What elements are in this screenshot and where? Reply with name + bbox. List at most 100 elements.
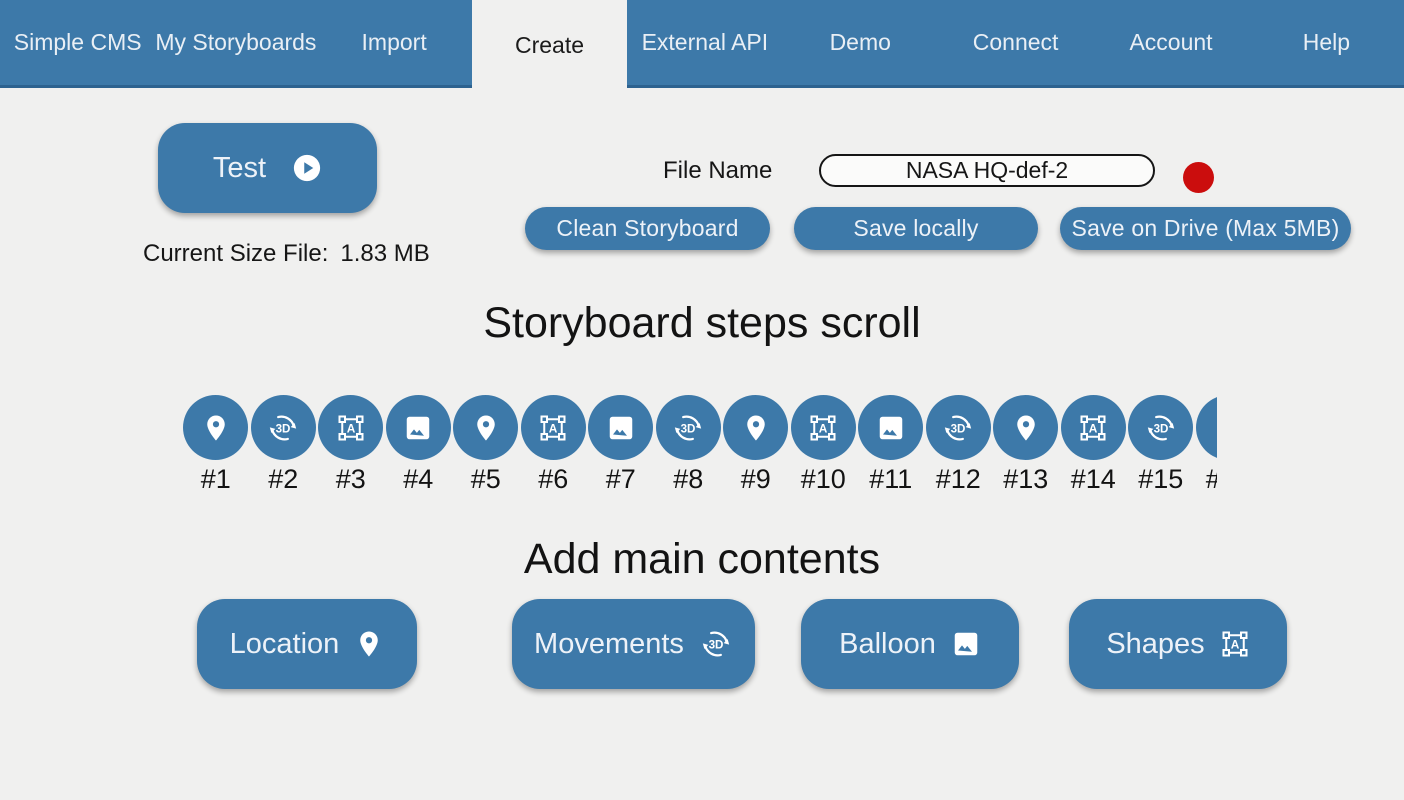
file-name-label: File Name xyxy=(663,157,773,184)
action-button-label: Clean Storyboard xyxy=(556,215,739,241)
current-size-value: 1.83 MB xyxy=(340,240,430,267)
nav-item-label: Demo xyxy=(829,29,891,55)
nav-item-simple-cms[interactable]: Simple CMS xyxy=(0,0,155,85)
nav-item-label: Import xyxy=(361,29,427,55)
shapes-icon: A xyxy=(808,413,838,443)
step-label: #8 xyxy=(673,464,704,494)
record-indicator-dot xyxy=(1183,162,1214,193)
step-item: #1 xyxy=(182,395,250,498)
steps-section-title: Storyboard steps scroll xyxy=(483,299,921,347)
test-button[interactable]: Test xyxy=(158,123,377,213)
step-label: #4 xyxy=(403,464,434,494)
step-circle[interactable] xyxy=(385,395,451,460)
step-item: A#6 xyxy=(520,395,588,498)
svg-text:A: A xyxy=(346,421,355,435)
play-icon xyxy=(292,153,322,183)
save-on-drive-max-5mb--button[interactable]: Save on Drive (Max 5MB) xyxy=(1060,207,1351,250)
nav-item-label: Simple CMS xyxy=(13,29,142,55)
file-name-input[interactable] xyxy=(819,154,1155,187)
current-size-label: Current Size File: xyxy=(143,240,329,267)
step-circle[interactable] xyxy=(183,395,249,460)
nav-item-help[interactable]: Help xyxy=(1249,0,1404,85)
content-button-label: Movements xyxy=(534,627,684,660)
step-label: #7 xyxy=(605,464,636,494)
image-icon xyxy=(606,413,636,443)
action-button-label: Save on Drive (Max 5MB) xyxy=(1071,215,1340,241)
image-icon xyxy=(403,413,433,443)
step-circle[interactable] xyxy=(453,395,519,460)
step-item: 3D #12 xyxy=(925,395,993,498)
step-circle[interactable]: 3D xyxy=(250,395,316,460)
nav-item-demo[interactable]: Demo xyxy=(783,0,938,85)
step-label: #3 xyxy=(335,464,366,494)
step-item: #4 xyxy=(385,395,453,498)
step-item: 3D #15 xyxy=(1127,395,1195,498)
step-circle[interactable]: A xyxy=(790,395,856,460)
nav-item-label: External API xyxy=(641,29,769,55)
step-item: #5 xyxy=(452,395,520,498)
step-circle[interactable]: 3D xyxy=(925,395,991,460)
content-button-label: Shapes xyxy=(1106,627,1205,660)
step-circle[interactable]: A xyxy=(520,395,586,460)
image-icon xyxy=(951,629,981,659)
clean-storyboard-button[interactable]: Clean Storyboard xyxy=(525,207,770,250)
add-balloon-button[interactable]: Balloon xyxy=(801,599,1019,689)
3d-icon: 3D xyxy=(699,627,733,661)
contents-section-title: Add main contents xyxy=(523,535,881,583)
step-item: 3D #8 xyxy=(655,395,723,498)
nav-item-label: Connect xyxy=(972,29,1059,55)
top-nav: Simple CMS My Storyboards Import Create Exte… xyxy=(0,0,1404,91)
svg-text:A: A xyxy=(819,421,828,435)
location-icon xyxy=(1011,413,1041,443)
step-label: #2 xyxy=(268,464,299,494)
step-circle[interactable]: 3D xyxy=(1128,395,1194,460)
shapes-icon: A xyxy=(336,413,366,443)
shapes-icon: A xyxy=(1220,629,1250,659)
nav-item-connect[interactable]: Connect xyxy=(938,0,1093,85)
3d-icon: 3D xyxy=(941,411,975,445)
step-item: A #3 xyxy=(317,395,385,498)
step-label: #13 xyxy=(1003,464,1049,494)
nav-item-create[interactable]: Create xyxy=(471,0,628,91)
step-circle[interactable] xyxy=(993,395,1059,460)
3d-icon: 3D xyxy=(1144,411,1178,445)
location-icon xyxy=(201,413,231,443)
step-label: #1 xyxy=(200,464,231,494)
svg-text:A: A xyxy=(1089,421,1098,435)
step-item: A #10 xyxy=(790,395,858,498)
step-item: #11 xyxy=(857,395,925,498)
step-item: #16 xyxy=(1195,395,1217,498)
nav-item-my-storyboards[interactable]: My Storyboards xyxy=(155,0,316,85)
step-label: #9 xyxy=(740,464,771,494)
content-button-label: Balloon xyxy=(839,627,936,660)
step-label: #10 xyxy=(800,464,846,494)
step-label: #12 xyxy=(935,464,981,494)
nav-item-external-api[interactable]: External API xyxy=(627,0,782,85)
nav-item-label: Create xyxy=(514,32,585,58)
step-label: #15 xyxy=(1138,464,1184,494)
shapes-icon: A xyxy=(1078,413,1108,443)
action-button-label: Save locally xyxy=(853,215,979,241)
nav-item-import[interactable]: Import xyxy=(316,0,471,85)
add-location-button[interactable]: Location xyxy=(197,599,417,689)
add-shapes-button[interactable]: Shapes A xyxy=(1069,599,1287,689)
step-circle[interactable] xyxy=(723,395,789,460)
svg-text:3D: 3D xyxy=(709,638,724,651)
3d-icon: 3D xyxy=(671,411,705,445)
svg-text:A: A xyxy=(1230,638,1239,652)
step-circle[interactable] xyxy=(588,395,654,460)
step-circle[interactable] xyxy=(1195,395,1217,460)
add-movements-button[interactable]: Movements 3D xyxy=(512,599,755,689)
save-locally-button[interactable]: Save locally xyxy=(794,207,1038,250)
step-circle[interactable]: A xyxy=(1060,395,1126,460)
step-circle[interactable]: 3D xyxy=(655,395,721,460)
step-circle[interactable] xyxy=(858,395,924,460)
step-item: #13 xyxy=(992,395,1060,498)
step-circle[interactable]: A xyxy=(318,395,384,460)
svg-text:A: A xyxy=(549,421,558,435)
svg-text:3D: 3D xyxy=(951,422,966,435)
image-icon xyxy=(876,413,906,443)
nav-item-account[interactable]: Account xyxy=(1093,0,1248,85)
test-button-label: Test xyxy=(212,151,267,184)
